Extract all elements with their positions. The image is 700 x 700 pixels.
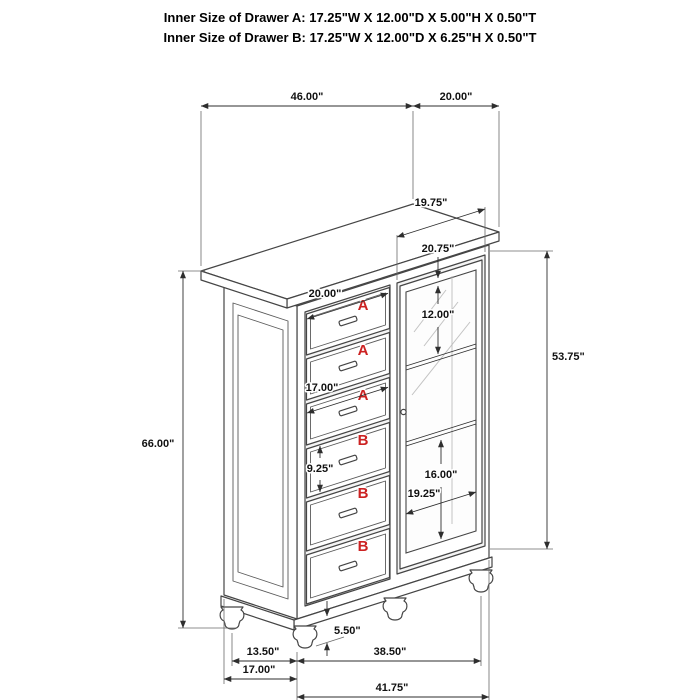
dim-text-foot-spacing-width: 38.50" bbox=[374, 646, 407, 658]
drawer-handle bbox=[338, 507, 358, 519]
drawer-b-3 bbox=[305, 527, 391, 605]
drawer-b-2 bbox=[305, 474, 391, 552]
glass-glare-line bbox=[411, 321, 471, 396]
dim-door-height: 53.75" bbox=[490, 250, 586, 550]
dim-text-glass-inner-width: 19.25" bbox=[408, 488, 441, 500]
cabinet bbox=[200, 203, 500, 649]
dim-foot-spacing-width: 38.50" bbox=[296, 596, 482, 666]
foot-front-right bbox=[468, 569, 494, 593]
drawer-a-size-text: Inner Size of Drawer A: 17.25"W X 12.00"… bbox=[164, 10, 536, 25]
dim-top-depth: 20.00" bbox=[412, 90, 500, 227]
shelf-edge bbox=[405, 343, 477, 367]
dim-text-door-height: 53.75" bbox=[552, 351, 585, 363]
dim-text-overall-width: 41.75" bbox=[376, 682, 409, 694]
top-left-edge bbox=[200, 270, 288, 309]
left-side-face bbox=[223, 281, 298, 620]
drawer-label-b3: B bbox=[358, 538, 369, 555]
dim-text-foot-height: 5.50" bbox=[334, 625, 361, 637]
dim-text-base-depth: 17.00" bbox=[243, 664, 276, 676]
drawer-stack bbox=[304, 284, 391, 607]
drawer-label-b2: B bbox=[358, 485, 369, 502]
drawer-front-bevel bbox=[310, 480, 386, 546]
foot-front-left bbox=[292, 625, 318, 649]
drawer-b-1 bbox=[305, 421, 391, 499]
drawer-label-a2: A bbox=[358, 342, 369, 359]
dim-base-depth: 17.00" bbox=[223, 599, 298, 684]
door-knob bbox=[400, 408, 407, 416]
drawer-handle bbox=[338, 454, 358, 466]
dimension-line bbox=[306, 386, 389, 414]
dim-drawer-b-front-height: 9.25" bbox=[305, 445, 335, 493]
side-panel-inner-inset bbox=[237, 314, 284, 588]
dim-foot-height: 5.50" bbox=[315, 601, 362, 656]
drawer-front-bevel bbox=[310, 533, 386, 599]
dim-text-top-depth: 20.00" bbox=[440, 91, 473, 103]
shelf-1 bbox=[405, 343, 477, 371]
drawer-b-size-text: Inner Size of Drawer B: 17.25"W X 12.00"… bbox=[164, 30, 537, 45]
shelf-edge bbox=[405, 423, 477, 447]
dim-door-width: 19.75" bbox=[396, 196, 486, 280]
dim-text-interior-top: 20.75" bbox=[422, 243, 455, 255]
header: Inner Size of Drawer A: 17.25"W X 12.00"… bbox=[164, 10, 537, 45]
drawer-handle bbox=[338, 360, 358, 372]
dimension-line bbox=[306, 292, 389, 320]
foot-back-left bbox=[219, 606, 245, 630]
door-glass bbox=[405, 269, 477, 554]
dim-foot-spacing-depth: 13.50" bbox=[231, 633, 298, 700]
dim-glass-inner-width: 19.25" bbox=[405, 487, 477, 515]
dim-shelf-gap-upper: 12.00" bbox=[420, 285, 456, 355]
foot-front-middle bbox=[382, 597, 408, 621]
glass-glare-line bbox=[413, 289, 447, 333]
dim-interior-top: 20.75" bbox=[420, 242, 456, 279]
drawer-a-2 bbox=[305, 331, 391, 401]
dim-drawer-front-width-lower: 17.00" bbox=[304, 381, 389, 414]
shelf-2 bbox=[405, 419, 477, 447]
base-and-feet bbox=[219, 556, 494, 649]
drawer-label-b1: B bbox=[358, 432, 369, 449]
dim-text-foot-spacing-depth: 13.50" bbox=[247, 646, 280, 658]
dim-overall-width: 41.75" bbox=[296, 560, 490, 700]
shelf-edge bbox=[405, 419, 477, 443]
dimension-line bbox=[405, 491, 477, 515]
dimension-line bbox=[396, 208, 486, 238]
dim-text-drawer-front-width-lower: 17.00" bbox=[306, 382, 339, 394]
dim-text-drawer-front-width: 20.00" bbox=[309, 288, 342, 300]
drawer-front-bevel bbox=[310, 427, 386, 493]
dim-drawer-front-width: 20.00" bbox=[306, 287, 389, 320]
shelf-edge bbox=[405, 347, 477, 371]
dim-text-door-width: 19.75" bbox=[415, 197, 448, 209]
drawer-handle bbox=[338, 560, 358, 572]
dim-text-shelf-gap-lower: 16.00" bbox=[425, 469, 458, 481]
dim-text-overall-height: 66.00" bbox=[142, 438, 175, 450]
extension-line bbox=[315, 636, 345, 647]
dim-text-top-width: 46.00" bbox=[291, 91, 324, 103]
dim-overall-height: 66.00" bbox=[140, 270, 237, 629]
dim-text-drawer-b-front-height: 9.25" bbox=[307, 463, 334, 475]
dim-text-shelf-gap-upper: 12.00" bbox=[422, 309, 455, 321]
side-panel-outer-inset bbox=[232, 302, 289, 600]
dimensions: 46.00" 20.00" 19.75" 20.75" 12.00" 16.00… bbox=[140, 90, 586, 700]
drawer-front-bevel bbox=[310, 337, 386, 395]
dim-top-width: 46.00" bbox=[200, 90, 414, 266]
